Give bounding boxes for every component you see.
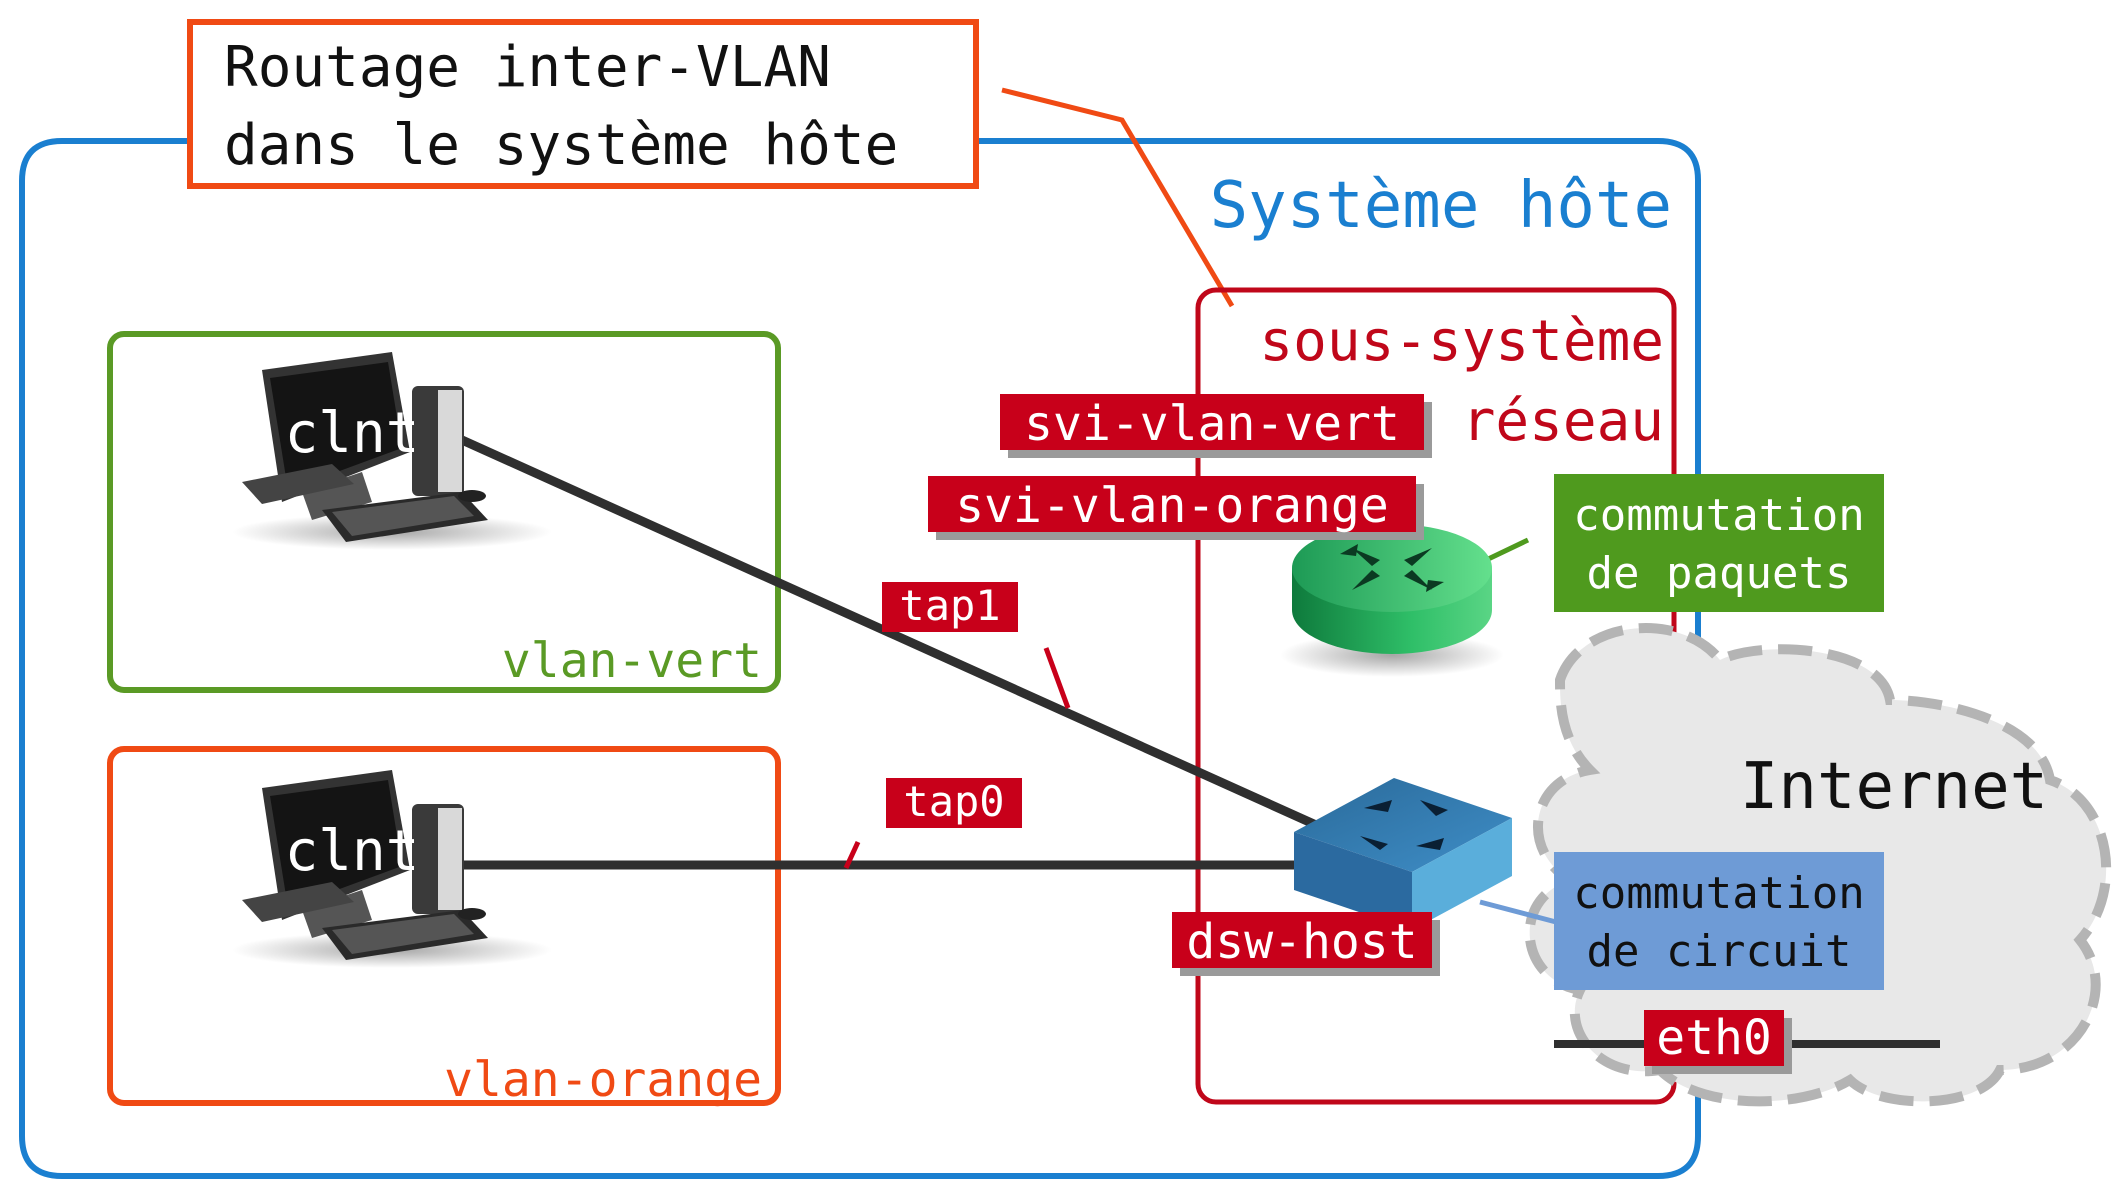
circuit-switching-line-2: de circuit <box>1587 926 1852 977</box>
vlan-vert-label: vlan-vert <box>502 633 762 689</box>
callout-line-1: Routage inter-VLAN <box>224 35 831 100</box>
switch-icon <box>1294 778 1512 930</box>
tag-tap0-text: tap0 <box>903 777 1004 826</box>
router-icon <box>1280 524 1504 677</box>
tag-tap0: tap0 <box>886 777 1022 828</box>
internet-label: Internet <box>1740 750 2048 824</box>
link-clnt-vert-to-switch <box>460 435 1318 830</box>
packet-switching-line-1: commutation <box>1573 490 1864 541</box>
client-computer-orange: clnt <box>232 770 552 968</box>
packet-switching-box <box>1554 474 1884 612</box>
tag-svi-vlan-orange: svi-vlan-orange <box>928 476 1424 540</box>
tap0-pointer <box>843 840 861 870</box>
link-switch-to-circuit <box>1479 899 1557 925</box>
tag-svi-vlan-orange-text: svi-vlan-orange <box>955 478 1388 534</box>
vlan-orange-label: vlan-orange <box>444 1052 762 1108</box>
tag-eth0-text: eth0 <box>1656 1010 1772 1066</box>
callout-line-2: dans le système hôte <box>224 113 898 178</box>
vlan-orange-box <box>107 746 781 1106</box>
callout-pointer <box>1001 87 1235 308</box>
host-system-frame <box>19 138 1701 1179</box>
tag-dsw-host-text: dsw-host <box>1186 914 1417 970</box>
circuit-switching-box <box>1554 852 1884 990</box>
tag-svi-vlan-vert: svi-vlan-vert <box>1000 394 1432 458</box>
link-router-to-packet-box <box>1480 537 1530 565</box>
client-label-vert: clnt <box>285 401 420 466</box>
packet-switching-line-2: de paquets <box>1587 548 1852 599</box>
circuit-switching-line-1: commutation <box>1573 868 1864 919</box>
tag-dsw-host: dsw-host <box>1172 912 1440 976</box>
tag-tap1-text: tap1 <box>899 581 1000 630</box>
subsystem-label-line-2: réseau <box>1462 389 1664 454</box>
callout-box <box>187 19 979 189</box>
tag-eth0: eth0 <box>1644 1010 1792 1074</box>
client-computer-vert: clnt <box>232 352 552 550</box>
subsystem-label-line-1: sous-système <box>1259 309 1664 374</box>
tag-svi-vlan-vert-text: svi-vlan-vert <box>1024 396 1400 452</box>
vlan-vert-box <box>107 331 781 693</box>
tap1-pointer <box>1043 647 1071 709</box>
client-label-orange: clnt <box>285 819 420 884</box>
host-system-label: Système hôte <box>1210 169 1672 243</box>
tag-tap1: tap1 <box>882 581 1018 632</box>
